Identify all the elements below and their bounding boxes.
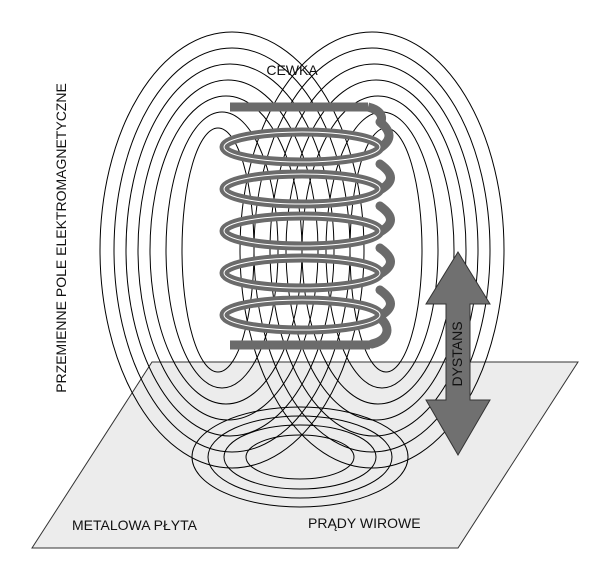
distance-label: DYSTANS <box>449 321 465 386</box>
distance-arrow <box>425 251 491 456</box>
eddy-current-loops <box>191 406 409 508</box>
eddy-currents-label: PRĄDY WIROWE <box>308 515 421 531</box>
coil-leads <box>230 102 386 350</box>
coil-turn-highlights <box>223 131 381 331</box>
field-label: PRZEMIENNE POLE ELEKTROMAGNETYCZNE <box>53 83 69 393</box>
coil-label: CEWKA <box>266 62 318 78</box>
metal-plate-label: METALOWA PŁYTA <box>72 517 198 533</box>
